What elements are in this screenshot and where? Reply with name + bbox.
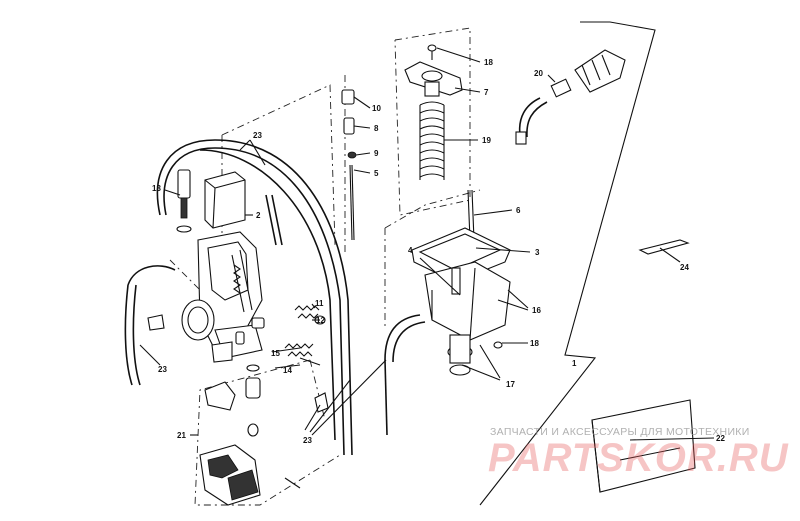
callout-3: 3 [535, 248, 540, 257]
callout-12: 12 [316, 316, 325, 325]
callout-1: 1 [572, 359, 577, 368]
callout-18-bowl: 18 [530, 339, 539, 348]
callout-17: 17 [506, 380, 515, 389]
needle-parts [341, 89, 357, 241]
callout-21: 21 [177, 431, 186, 440]
callout-13: 13 [152, 184, 161, 193]
carburetor-body [181, 231, 265, 363]
top-cap-and-spring [404, 44, 463, 180]
callout-14: 14 [283, 366, 292, 375]
callout-8: 8 [374, 124, 379, 133]
callout-20: 20 [534, 69, 543, 78]
callout-leader-lines [139, 47, 715, 441]
callout-22: 22 [716, 434, 725, 443]
callout-19: 19 [482, 136, 491, 145]
part-21-lower-kit [147, 314, 329, 506]
callout-15: 15 [271, 349, 280, 358]
callout-23-bottom: 23 [303, 436, 312, 445]
callout-10: 10 [372, 104, 381, 113]
callout-18-top: 18 [484, 58, 493, 67]
callout-24: 24 [680, 263, 689, 272]
callout-7: 7 [484, 88, 489, 97]
callout-labels: 1 2 3 4 5 6 7 8 9 10 11 12 13 14 15 16 1… [152, 58, 725, 445]
part-20-cable-adjuster [515, 49, 626, 145]
part-2-bracket [204, 171, 246, 229]
part-14-15-idle-screw [284, 343, 321, 366]
callout-23-top: 23 [253, 131, 262, 140]
callout-6: 6 [516, 206, 521, 215]
float-bowl [411, 227, 511, 376]
callout-9: 9 [374, 149, 379, 158]
callout-2: 2 [256, 211, 261, 220]
assembly-boundary-lines [384, 21, 656, 506]
part-22-kit-bag [591, 399, 696, 493]
callout-11: 11 [315, 299, 324, 308]
watermark-caption: ЗАПЧАСТИ И АКСЕССУАРЫ ДЛЯ МОТОТЕХНИКИ [490, 426, 750, 438]
callout-5: 5 [374, 169, 379, 178]
part-24-pin [638, 239, 690, 255]
callout-16: 16 [532, 306, 541, 315]
watermark-logo: PARTSKOR.RU [488, 436, 789, 480]
callout-4: 4 [408, 246, 413, 255]
callout-23-left: 23 [158, 365, 167, 374]
part-13-choke-plunger [176, 169, 192, 233]
vent-hoses [124, 139, 426, 456]
